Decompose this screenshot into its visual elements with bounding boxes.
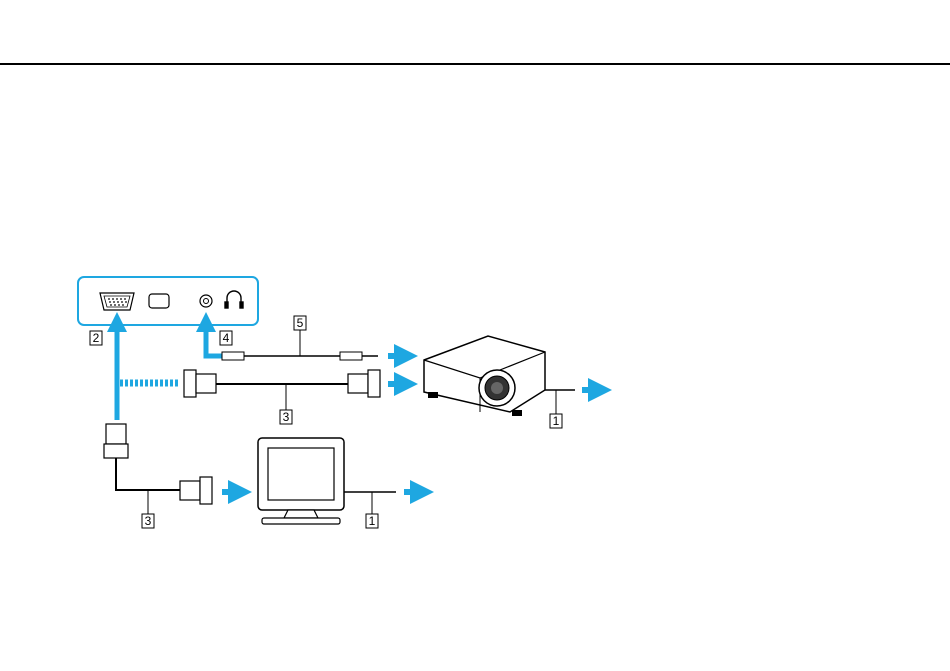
callout-1-monitor: 1 [366,514,378,528]
callout-4-label: 4 [223,331,230,345]
vga-cable-monitor [104,424,212,504]
vga-port-icon [100,293,134,310]
projector-icon [424,336,575,416]
callout-2-label: 2 [93,331,100,345]
callout-3-upper: 3 [280,410,292,424]
callout-3-lower: 3 [142,514,154,528]
callout-5-label: 5 [297,316,304,330]
vga-cable-projector [184,370,380,397]
hdmi-port-icon [149,294,169,308]
callout-5: 5 [294,316,306,330]
audio-jack-icon [200,295,212,307]
callout-1-projector: 1 [550,414,562,428]
callout-3-lower-label: 3 [145,514,152,528]
callout-1-projector-label: 1 [553,414,560,428]
callout-1-monitor-label: 1 [369,514,376,528]
callout-4: 4 [220,331,232,345]
callout-3-upper-label: 3 [283,410,290,424]
callout-2: 2 [90,331,102,345]
monitor-icon [258,438,396,524]
